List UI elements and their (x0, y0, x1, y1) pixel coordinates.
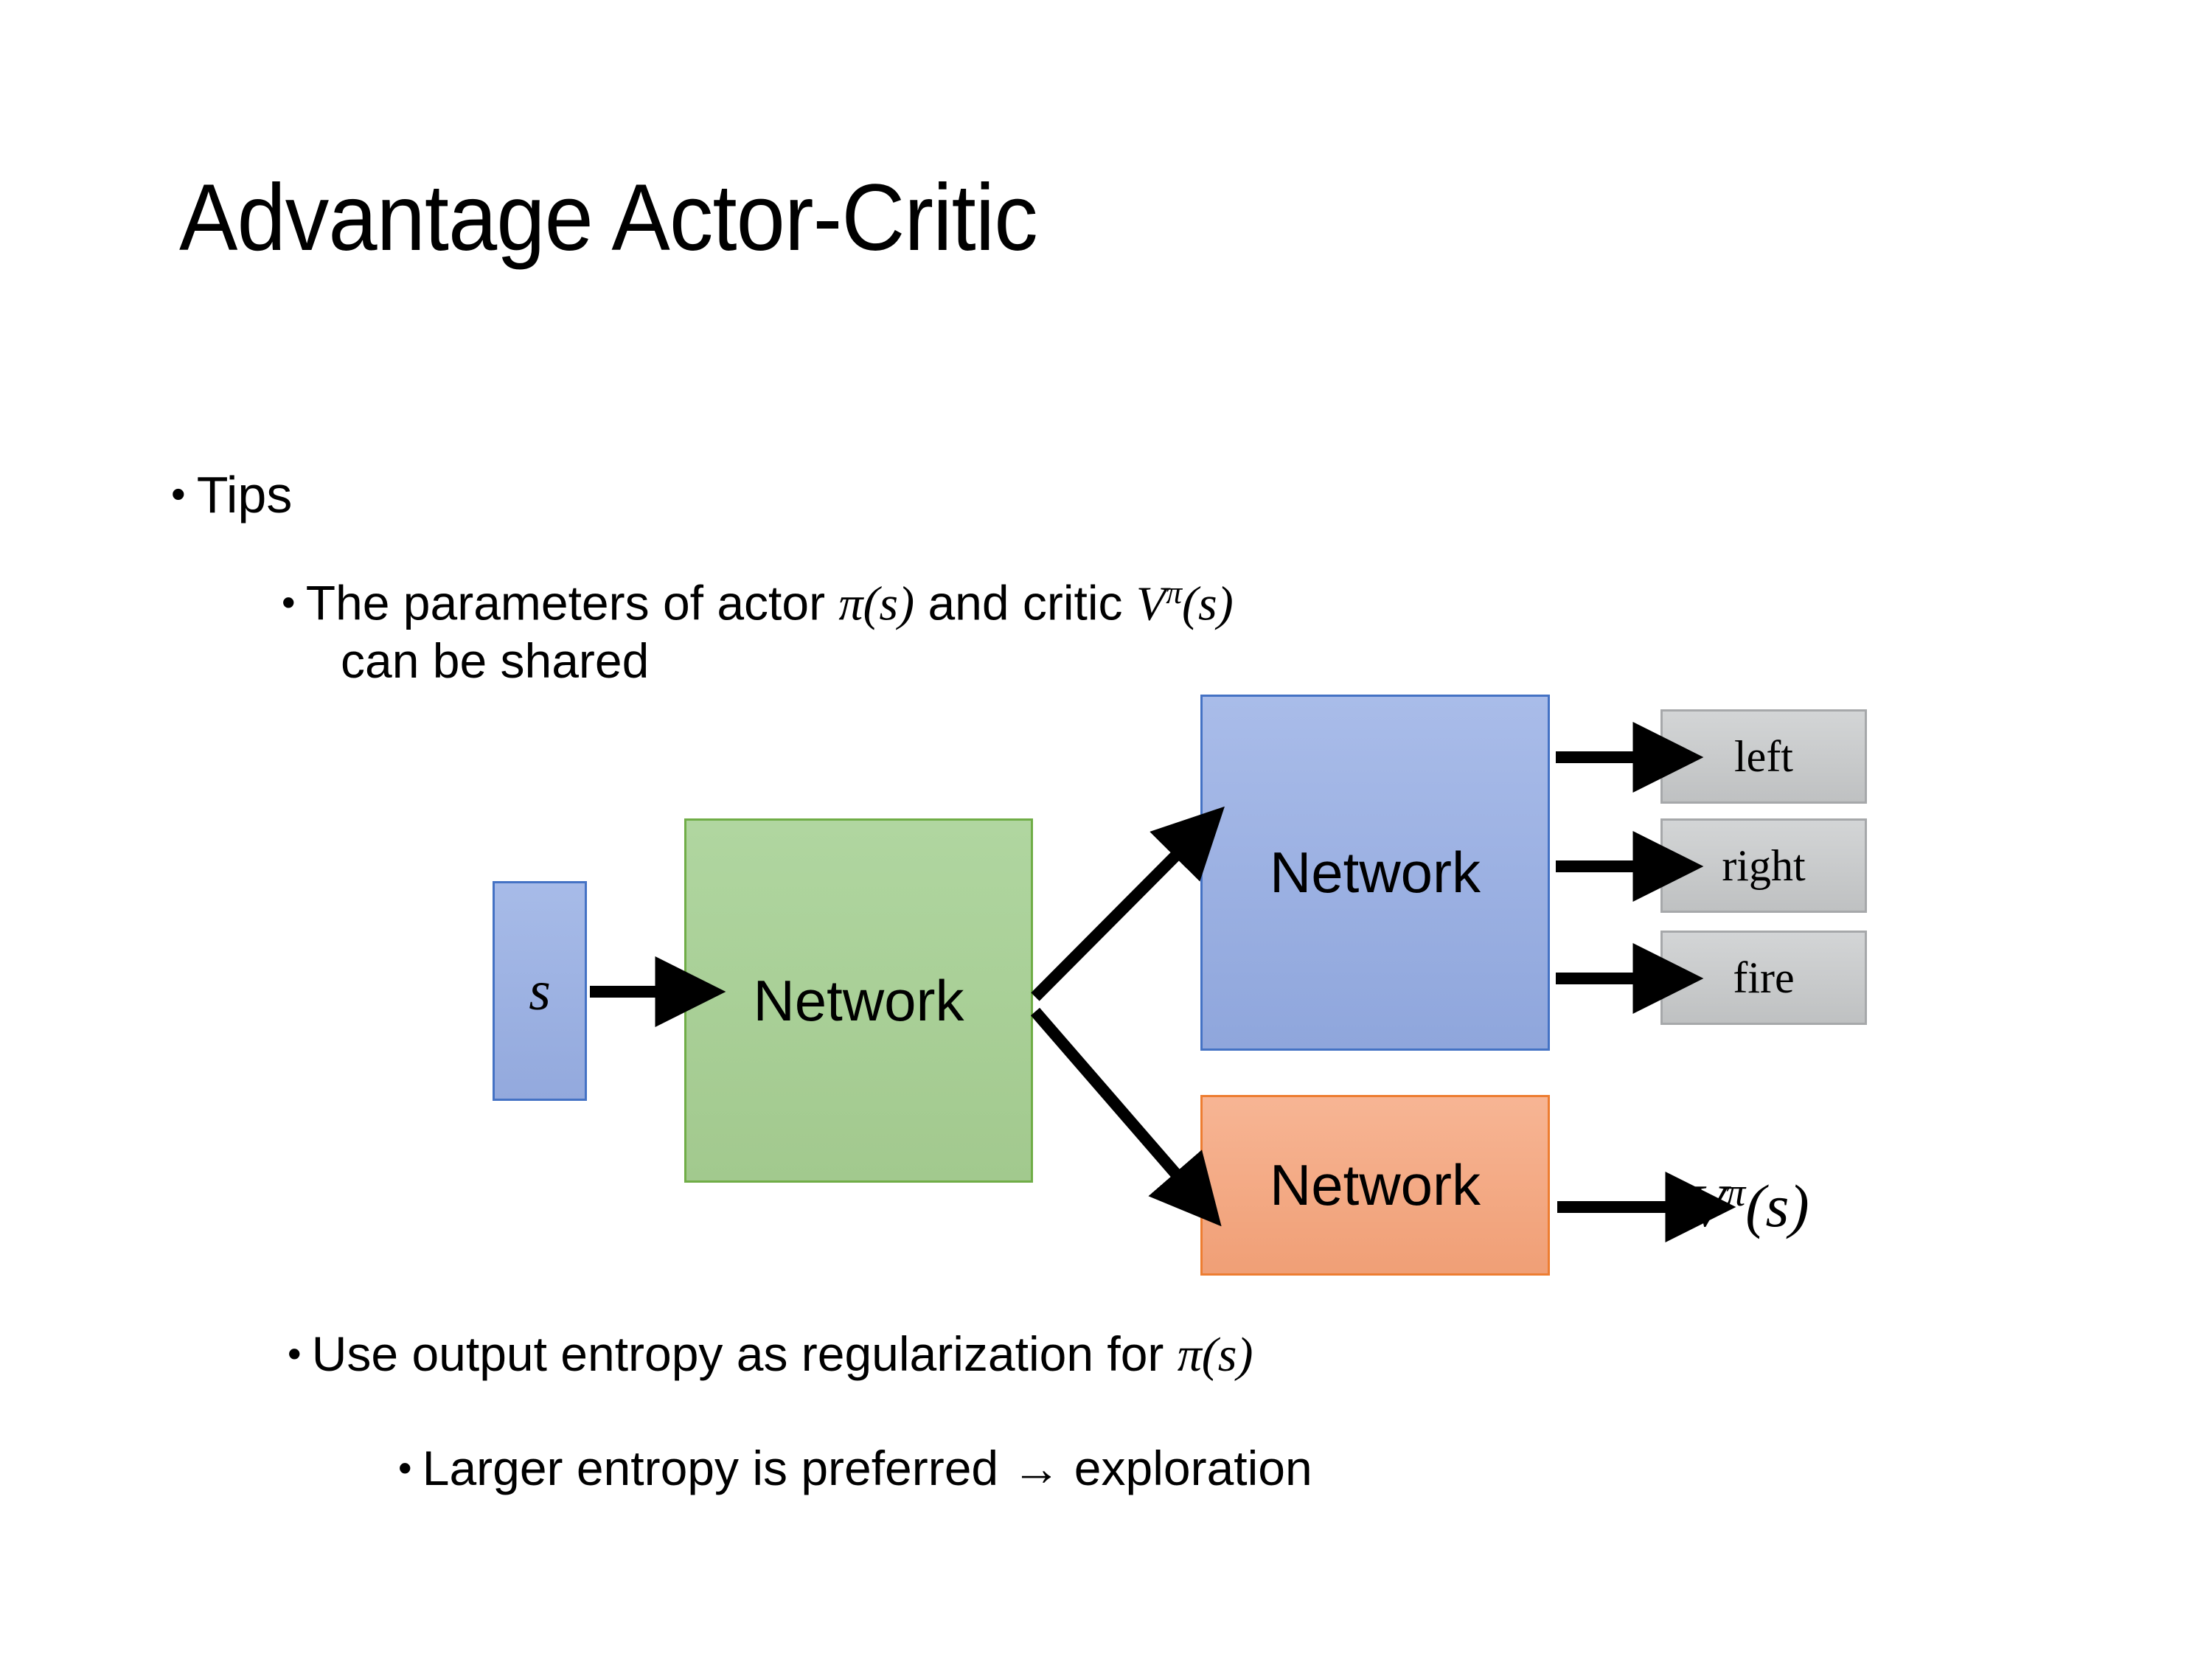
bullet-marker-icon: • (282, 581, 296, 625)
bullet-marker-icon: • (288, 1332, 302, 1376)
bullet-shared-parameters: •The parameters of actor π(s) and critic… (282, 575, 1234, 632)
bullet-tips-label: Tips (196, 466, 293, 524)
math-V-superscript-pi: π (1166, 575, 1183, 611)
bullet-marker-icon: • (171, 470, 186, 518)
bullet-shared-parameters-line2: can be shared (341, 633, 650, 689)
math-V-argument: (s) (1182, 577, 1234, 631)
action-output-left: left (1660, 709, 1867, 804)
arrow-shared-to-critic (1030, 1007, 1222, 1227)
bullet-entropy-prefix: Use output entropy as regularization for (311, 1326, 1178, 1381)
page-title: Advantage Actor-Critic (179, 165, 1038, 271)
math-V-base: V (1135, 577, 1166, 631)
math-pi-s: π(s) (838, 577, 915, 631)
value-V-base: V (1688, 1172, 1726, 1240)
arrow-shared-to-actor (1031, 806, 1225, 1001)
state-input-box: s (493, 881, 587, 1101)
value-V-argument: (s) (1745, 1172, 1809, 1240)
bullet-marker-icon: • (398, 1446, 412, 1490)
bullet-params-mid: and critic (914, 575, 1136, 630)
action-output-right: right (1660, 818, 1867, 913)
value-V-superscript-pi: π (1725, 1170, 1746, 1214)
bullet-tips: •Tips (171, 466, 292, 524)
bullet-params-line2-label: can be shared (341, 633, 650, 688)
math-pi-s: π(s) (1177, 1328, 1253, 1382)
bullet-entropy-regularization: •Use output entropy as regularization fo… (288, 1326, 1253, 1382)
shared-network-box: Network (684, 818, 1033, 1183)
critic-network-box: Network (1200, 1095, 1550, 1276)
bullet-larger-entropy: •Larger entropy is preferred → explorati… (398, 1441, 1312, 1496)
action-output-fire: fire (1660, 931, 1867, 1025)
bullet-params-prefix: The parameters of actor (305, 575, 839, 630)
value-output-label: Vπ(s) (1688, 1169, 1809, 1241)
actor-network-box: Network (1200, 695, 1550, 1051)
bullet-larger-entropy-label: Larger entropy is preferred → exploratio… (422, 1441, 1312, 1495)
